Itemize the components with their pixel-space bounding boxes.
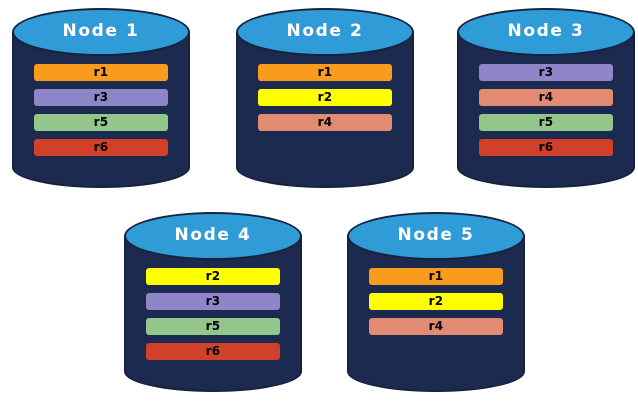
record-bar[interactable]: r1 [258,64,392,81]
node-5[interactable]: Node 5 r1 r2 r4 [347,212,525,392]
node-4[interactable]: Node 4 r2 r3 r5 r6 [124,212,302,392]
record-bar[interactable]: r3 [34,89,168,106]
node-title: Node 2 [286,21,364,41]
node-title: Node 1 [62,21,140,41]
record-bar[interactable]: r2 [146,268,280,285]
cylinder-top-ellipse-icon [124,212,302,260]
record-bar[interactable]: r6 [479,139,613,156]
node-3[interactable]: Node 3 r3 r4 r5 r6 [457,8,635,188]
record-bar[interactable]: r2 [258,89,392,106]
record-bar[interactable]: r6 [34,139,168,156]
record-list: r3 r4 r5 r6 [457,64,635,156]
cylinder-body [457,32,635,188]
record-bar[interactable]: r5 [479,114,613,131]
node-title: Node 3 [507,21,585,41]
record-list: r1 r3 r5 r6 [12,64,190,156]
cylinder-top-ellipse-icon [347,212,525,260]
record-bar[interactable]: r1 [369,268,503,285]
record-bar[interactable]: r4 [258,114,392,131]
record-bar[interactable]: r6 [146,343,280,360]
record-bar[interactable]: r4 [369,318,503,335]
node-1[interactable]: Node 1 r1 r3 r5 r6 [12,8,190,188]
record-list: r1 r2 r4 [236,64,414,131]
node-title: Node 4 [174,225,252,245]
record-bar[interactable]: r3 [146,293,280,310]
cylinder-top-ellipse-icon [12,8,190,56]
node-title: Node 5 [397,225,475,245]
record-bar[interactable]: r5 [34,114,168,131]
record-bar[interactable]: r4 [479,89,613,106]
cylinder-top-ellipse-icon [457,8,635,56]
record-list: r2 r3 r5 r6 [124,268,302,360]
record-list: r1 r2 r4 [347,268,525,335]
node-2[interactable]: Node 2 r1 r2 r4 [236,8,414,188]
record-bar[interactable]: r2 [369,293,503,310]
record-bar[interactable]: r3 [479,64,613,81]
record-bar[interactable]: r1 [34,64,168,81]
cylinder-body [124,236,302,392]
cylinder-top-ellipse-icon [236,8,414,56]
cylinder-body [236,32,414,188]
record-bar[interactable]: r5 [146,318,280,335]
